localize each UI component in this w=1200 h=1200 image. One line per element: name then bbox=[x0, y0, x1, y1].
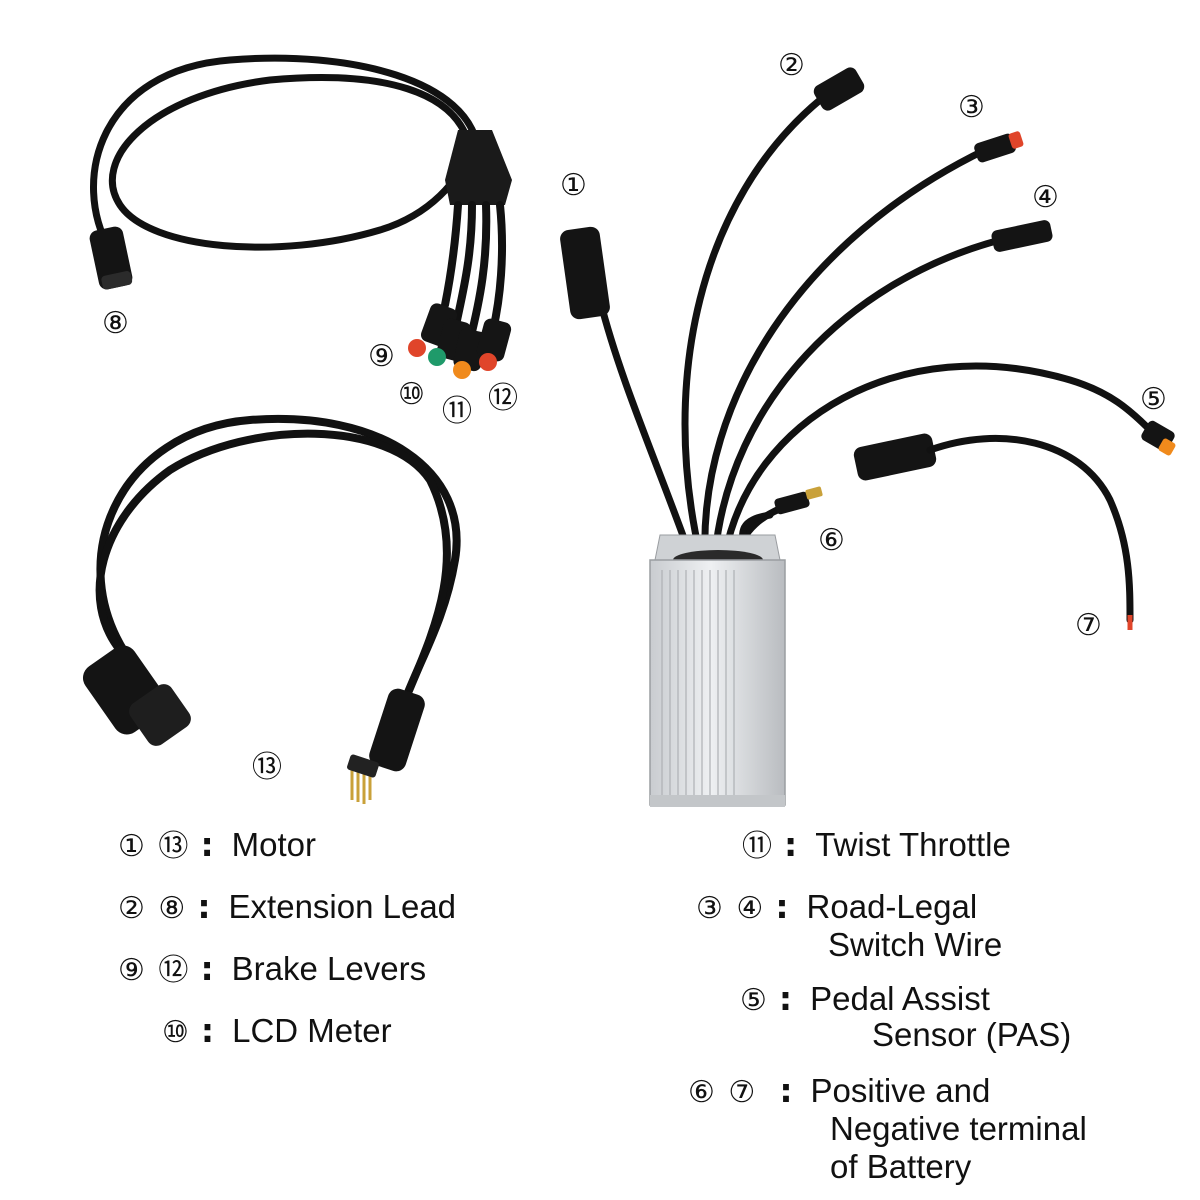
motor-cable bbox=[95, 414, 461, 704]
splitter-hub bbox=[445, 130, 512, 205]
throttle-connector bbox=[453, 328, 487, 379]
controller-wires bbox=[596, 96, 1154, 559]
legend-label: LCD Meter bbox=[232, 1012, 392, 1049]
callout-7: ⑦ bbox=[1075, 608, 1102, 643]
motor-male-connector bbox=[347, 688, 425, 804]
legend-marks: ⑤ bbox=[740, 983, 769, 1018]
legend-brake-levers: ⑨ ⑫: Brake Levers bbox=[118, 950, 426, 990]
road-legal-connector-b bbox=[991, 220, 1053, 252]
legend-label-cont: of Battery bbox=[830, 1148, 972, 1185]
legend-motor: ① ⑬: Motor bbox=[118, 826, 316, 866]
battery-positive-connector bbox=[774, 486, 823, 515]
road-legal-connector-a bbox=[974, 131, 1024, 163]
brake-connector-right bbox=[476, 318, 512, 371]
legend-colon: : bbox=[775, 887, 789, 926]
legend-marks: ⑨ ⑫ bbox=[118, 953, 191, 988]
legend-lcd-meter: ⑩: LCD Meter bbox=[162, 1012, 392, 1052]
legend-marks: ③ ④ bbox=[696, 891, 766, 926]
legend-road-legal: ③ ④: Road-Legal bbox=[696, 888, 977, 928]
legend-label: Motor bbox=[231, 826, 316, 863]
legend-colon: : bbox=[778, 979, 793, 1018]
controller-extension-connector bbox=[813, 67, 865, 111]
legend-label-cont: Sensor (PAS) bbox=[872, 1016, 1072, 1053]
controller-motor-connector bbox=[560, 226, 610, 320]
callout-11: ⑪ bbox=[442, 394, 472, 429]
callout-13: ⑬ bbox=[252, 750, 282, 785]
callout-12: ⑫ bbox=[488, 381, 518, 416]
legend-colon: : bbox=[200, 949, 214, 988]
legend-label: Brake Levers bbox=[231, 950, 427, 987]
callout-8: ⑧ bbox=[102, 306, 129, 341]
legend-label-cont: Switch Wire bbox=[828, 926, 1003, 963]
callout-4: ④ bbox=[1032, 180, 1059, 215]
legend-label: Twist Throttle bbox=[815, 826, 1011, 863]
splitter-branches bbox=[441, 201, 506, 344]
legend-marks: ① ⑬ bbox=[118, 829, 191, 864]
legend-marks: ⑥ ⑦ bbox=[688, 1075, 758, 1110]
callout-5: ⑤ bbox=[1140, 382, 1167, 417]
extension-connector bbox=[89, 226, 133, 290]
controller-box bbox=[649, 534, 786, 807]
legend-battery-line2: Negative terminal bbox=[830, 1110, 1087, 1148]
pas-connector bbox=[1141, 420, 1176, 456]
legend-road-legal-line2: Switch Wire bbox=[828, 926, 1002, 964]
legend-colon: : bbox=[784, 825, 798, 864]
legend-colon: : bbox=[779, 1071, 793, 1110]
legend-colon: : bbox=[200, 825, 214, 864]
legend-pas-line2: Sensor (PAS) bbox=[872, 1016, 1071, 1054]
callout-2: ② bbox=[778, 48, 805, 83]
legend-colon: : bbox=[197, 887, 211, 926]
legend-marks: ② ⑧ bbox=[118, 891, 188, 926]
legend-battery-line3: of Battery bbox=[830, 1148, 971, 1186]
legend-colon: : bbox=[200, 1011, 215, 1050]
legend-label: Extension Lead bbox=[228, 888, 457, 925]
extension-lead-cable bbox=[90, 54, 482, 254]
legend-extension-lead: ② ⑧: Extension Lead bbox=[118, 888, 456, 928]
callout-9: ⑨ bbox=[368, 339, 395, 374]
battery-lead bbox=[853, 433, 1134, 630]
callout-10: ⑩ bbox=[398, 377, 425, 412]
legend-label-cont: Negative terminal bbox=[830, 1110, 1087, 1147]
legend-marks: ⑪ bbox=[742, 829, 774, 864]
legend-label: Positive and bbox=[810, 1072, 991, 1109]
legend-twist-throttle: ⑪: Twist Throttle bbox=[742, 826, 1011, 866]
callout-6: ⑥ bbox=[818, 523, 845, 558]
callout-1: ① bbox=[560, 168, 587, 203]
motor-female-connector bbox=[82, 645, 191, 746]
legend-battery: ⑥ ⑦: Positive and bbox=[688, 1072, 990, 1112]
callout-3: ③ bbox=[958, 90, 985, 125]
legend-label: Pedal Assist bbox=[810, 980, 990, 1017]
legend-pas: ⑤: Pedal Assist bbox=[740, 980, 990, 1020]
legend-label: Road-Legal bbox=[806, 888, 978, 925]
legend-marks: ⑩ bbox=[162, 1015, 191, 1050]
